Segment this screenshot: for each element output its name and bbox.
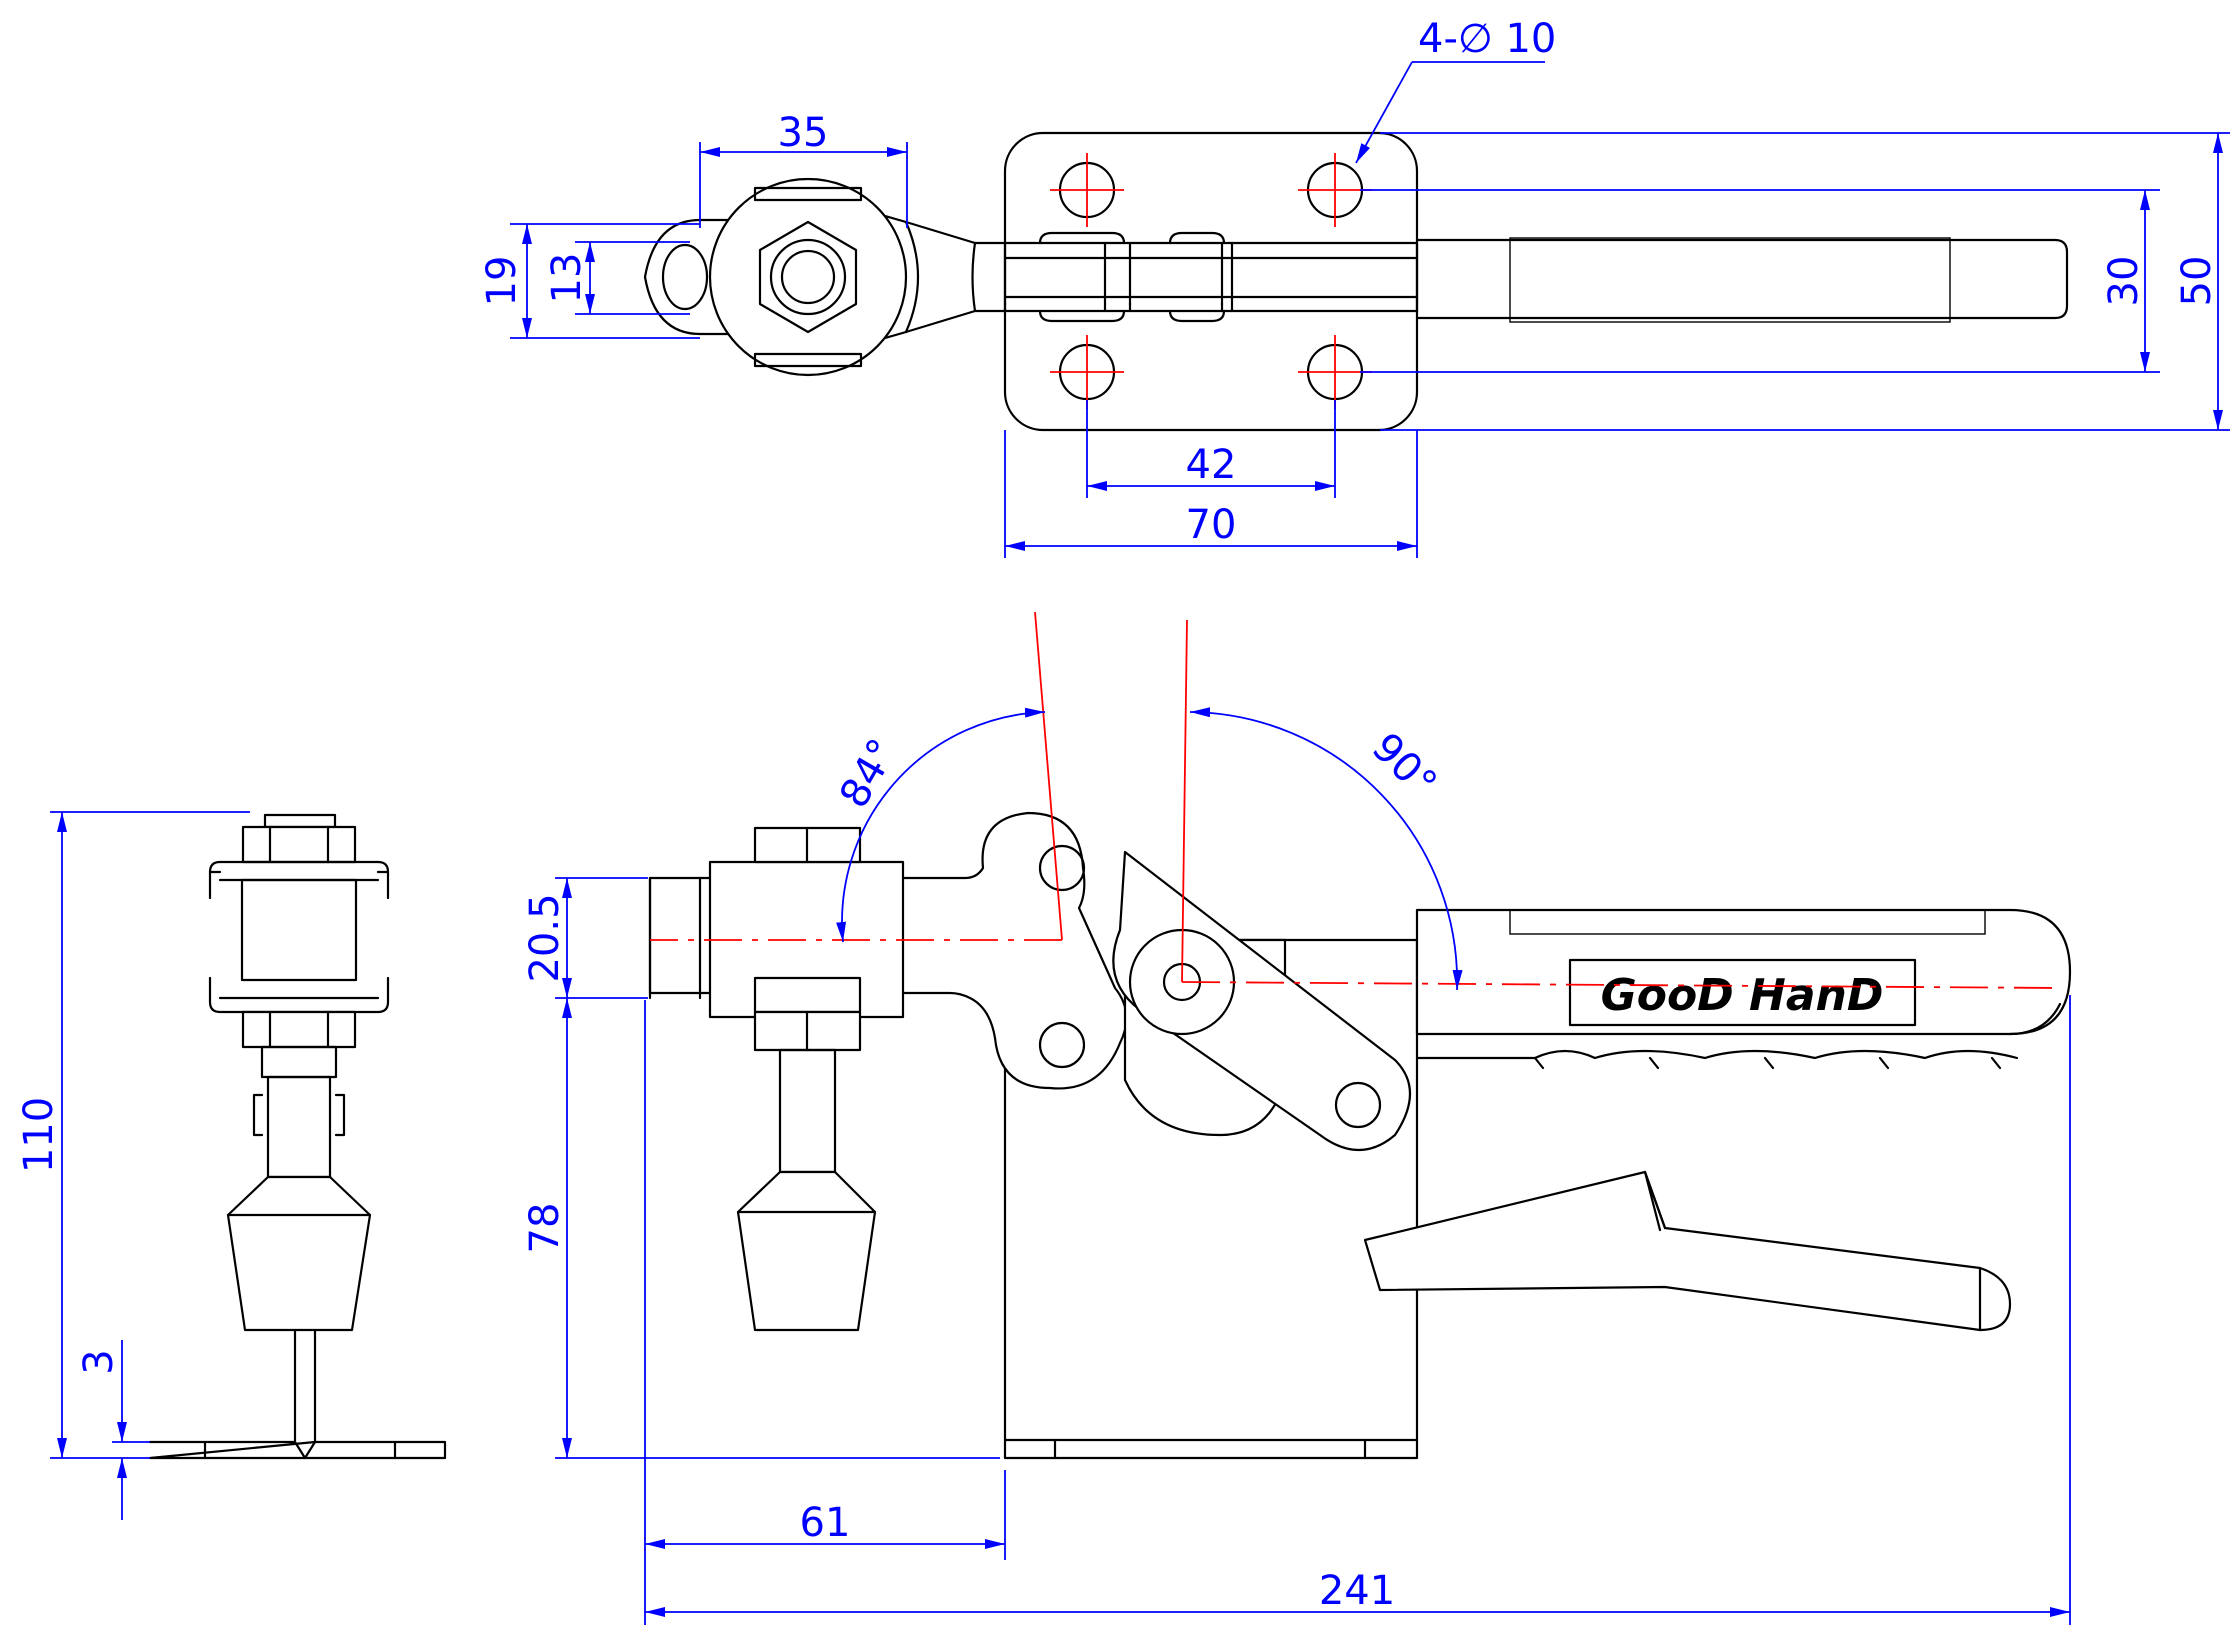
- dim-angle-90: 90°: [1363, 724, 1446, 807]
- dim-61: 61: [800, 1500, 851, 1546]
- dim-241: 241: [1319, 1568, 1395, 1614]
- side-lock-lever: [1363, 1170, 2012, 1332]
- dim-50: 50: [2174, 256, 2220, 307]
- dim-78: 78: [522, 1203, 568, 1254]
- top-handle: [1415, 237, 2069, 323]
- brand-label-box: [1568, 958, 1917, 1027]
- end-view: [148, 813, 447, 1460]
- side-spindle: [708, 826, 905, 1332]
- top-clamp-arm: [876, 212, 1007, 342]
- dim-3: 3: [76, 1349, 122, 1374]
- dim-42: 42: [1186, 442, 1237, 488]
- top-base-plate: [1003, 131, 1419, 432]
- dim-20-5: 20.5: [522, 893, 568, 982]
- dim-30: 30: [2101, 256, 2147, 307]
- top-view-dimensions: 35 4-∅ 10 19 13 30 50 42 70: [479, 16, 2230, 558]
- brand-label: GooD HanD: [1601, 970, 1884, 1021]
- top-arm-links: [1003, 231, 1419, 323]
- end-view-dimensions: 110 3: [16, 811, 250, 1520]
- side-base-body: [1003, 938, 1419, 1460]
- dim-angle-84: 84°: [831, 731, 906, 815]
- top-view: [643, 131, 2069, 432]
- dim-13: 13: [544, 253, 590, 304]
- dim-70: 70: [1186, 502, 1237, 548]
- dim-110: 110: [16, 1097, 62, 1173]
- dim-hole-spec: 4-∅ 10: [1418, 16, 1556, 62]
- top-spindle-boss: [643, 177, 908, 377]
- top-mounting-holes: [1050, 153, 1372, 409]
- side-handle: GooD HanD: [1415, 908, 2072, 1070]
- dim-19: 19: [479, 256, 525, 307]
- dim-35: 35: [778, 110, 829, 156]
